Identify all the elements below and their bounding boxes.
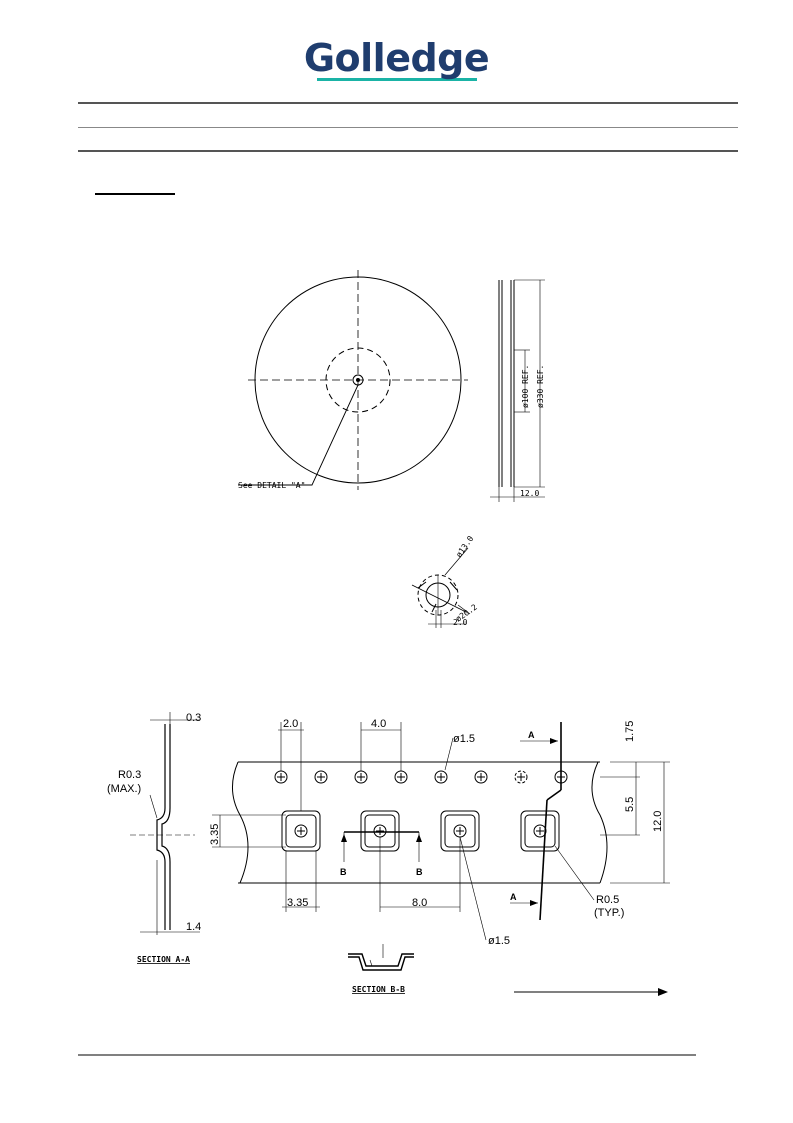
pocket-radius-label: R0.5 <box>596 894 619 906</box>
pocket-width-label: 3.35 <box>287 897 308 909</box>
detail-callout-label: See DETAIL "A" <box>238 481 305 490</box>
reel-front-view <box>238 270 468 490</box>
detail-a-view <box>411 547 471 628</box>
arrow-heads <box>341 738 558 906</box>
header-rule-top <box>78 102 738 104</box>
sprocket-hole <box>514 770 528 784</box>
section-a-marker-top: A <box>528 730 535 740</box>
logo-accent-line <box>316 78 477 81</box>
section-b-marker-left: B <box>340 867 347 877</box>
sprocket-hole <box>394 770 408 784</box>
section-heading-underline <box>95 193 175 195</box>
brand-name: Golledge <box>303 36 490 80</box>
header-rule-middle <box>78 127 738 128</box>
reel-side-view <box>490 279 545 502</box>
sprocket-hole <box>274 770 288 784</box>
pocket-depth-label: 1.4 <box>186 921 201 933</box>
pocket-hole-label: ø1.5 <box>488 935 510 947</box>
pocket-height-label: 3.35 <box>209 824 221 845</box>
hole-to-pocket-label: 5.5 <box>624 797 636 812</box>
sprocket-hole <box>434 770 448 784</box>
section-a-marker-bottom: A <box>510 892 517 902</box>
section-aa-profile <box>130 712 200 935</box>
carrier-tape-outline <box>232 761 670 884</box>
hole-diameter-label: ø1.5 <box>453 733 475 745</box>
tape-dimension-lines <box>212 722 595 941</box>
section-aa-title: SECTION A-A <box>137 955 190 964</box>
pocket <box>281 810 321 852</box>
pocket-radius-note: (TYP.) <box>594 907 624 919</box>
hole-pitch-label: 4.0 <box>371 718 386 730</box>
component-pockets <box>281 810 560 852</box>
edge-to-holes-label: 1.75 <box>624 721 636 742</box>
hole-offset-label: 2.0 <box>283 718 298 730</box>
arbor-diameter-label: ø13.0 <box>454 534 475 559</box>
section-bb-profile <box>348 944 414 971</box>
cover-thickness-label: 0.3 <box>186 712 201 724</box>
key-width-label: 2.0 <box>453 618 468 627</box>
section-b-marker-right: B <box>416 867 423 877</box>
section-bb-title: SECTION B-B <box>352 985 405 994</box>
feed-direction-arrow <box>514 988 668 996</box>
reel-width-label: 12.0 <box>520 489 539 498</box>
golledge-logo: Golledge <box>0 38 793 81</box>
tape-width-label: 12.0 <box>652 811 664 832</box>
header-rule-bottom <box>78 150 738 152</box>
radius-max-note: (MAX.) <box>107 783 141 795</box>
sprocket-hole <box>474 770 488 784</box>
sprocket-hole <box>354 770 368 784</box>
hub-diameter-label: ø100 REF. <box>521 365 530 408</box>
radius-max-label: R0.3 <box>118 769 141 781</box>
pocket-pitch-label: 8.0 <box>412 897 427 909</box>
sprocket-hole <box>314 770 328 784</box>
sprocket-holes <box>274 770 568 784</box>
reel-diameter-label: ø330 REF. <box>536 365 545 408</box>
pocket <box>520 810 560 852</box>
